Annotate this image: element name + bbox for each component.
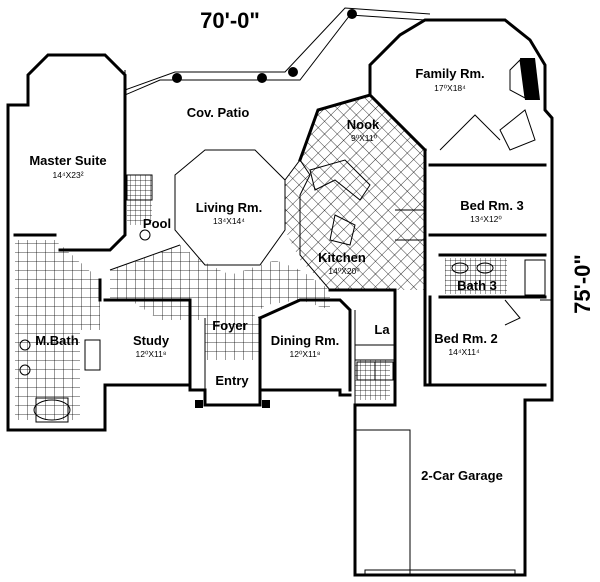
foyer-tile (205, 318, 260, 360)
width-dimension: 70'-0" (200, 8, 260, 33)
kitchen-size: 14⁰X20⁰ (328, 266, 360, 276)
kitchen-name: Kitchen (318, 250, 366, 265)
hall-tile (110, 245, 330, 320)
mbath-name: M.Bath (35, 333, 78, 348)
dining-room-name: Dining Rm. (271, 333, 340, 348)
master-suite-size: 14⁴X23² (52, 170, 83, 180)
family-room-name: Family Rm. (415, 66, 484, 81)
bed2-name: Bed Rm. 2 (434, 331, 498, 346)
bath3-name: Bath 3 (457, 278, 497, 293)
nook-name: Nook (347, 117, 380, 132)
garage-name: 2-Car Garage (421, 468, 503, 483)
entry-name: Entry (215, 373, 249, 388)
laundry-name: La (374, 322, 390, 337)
pool-bath-name: Pool (143, 216, 171, 231)
foyer-name: Foyer (212, 318, 247, 333)
study-size: 12⁰X11⁸ (136, 349, 167, 359)
living-room-size: 13⁴X14⁴ (213, 216, 245, 226)
depth-dimension: 75'-0" (570, 254, 595, 314)
bed3-name: Bed Rm. 3 (460, 198, 524, 213)
interior-walls (13, 58, 553, 576)
nook-size: 9⁰X11⁰ (351, 133, 378, 143)
dining-room-size: 12⁰X11⁸ (290, 349, 321, 359)
room-labels: Family Rm. 17⁰X18⁴ Cov. Patio Nook 9⁰X11… (29, 66, 523, 483)
family-room-size: 17⁰X18⁴ (434, 83, 466, 93)
study-name: Study (133, 333, 170, 348)
bed2-size: 14⁴X11⁴ (448, 347, 480, 357)
patio-name: Cov. Patio (187, 105, 250, 120)
bed3-size: 13⁴X12⁰ (470, 214, 502, 224)
living-room-name: Living Rm. (196, 200, 262, 215)
nook-kitchen-tile (285, 95, 425, 290)
mbath-tile (15, 240, 100, 420)
master-suite-name: Master Suite (29, 153, 106, 168)
